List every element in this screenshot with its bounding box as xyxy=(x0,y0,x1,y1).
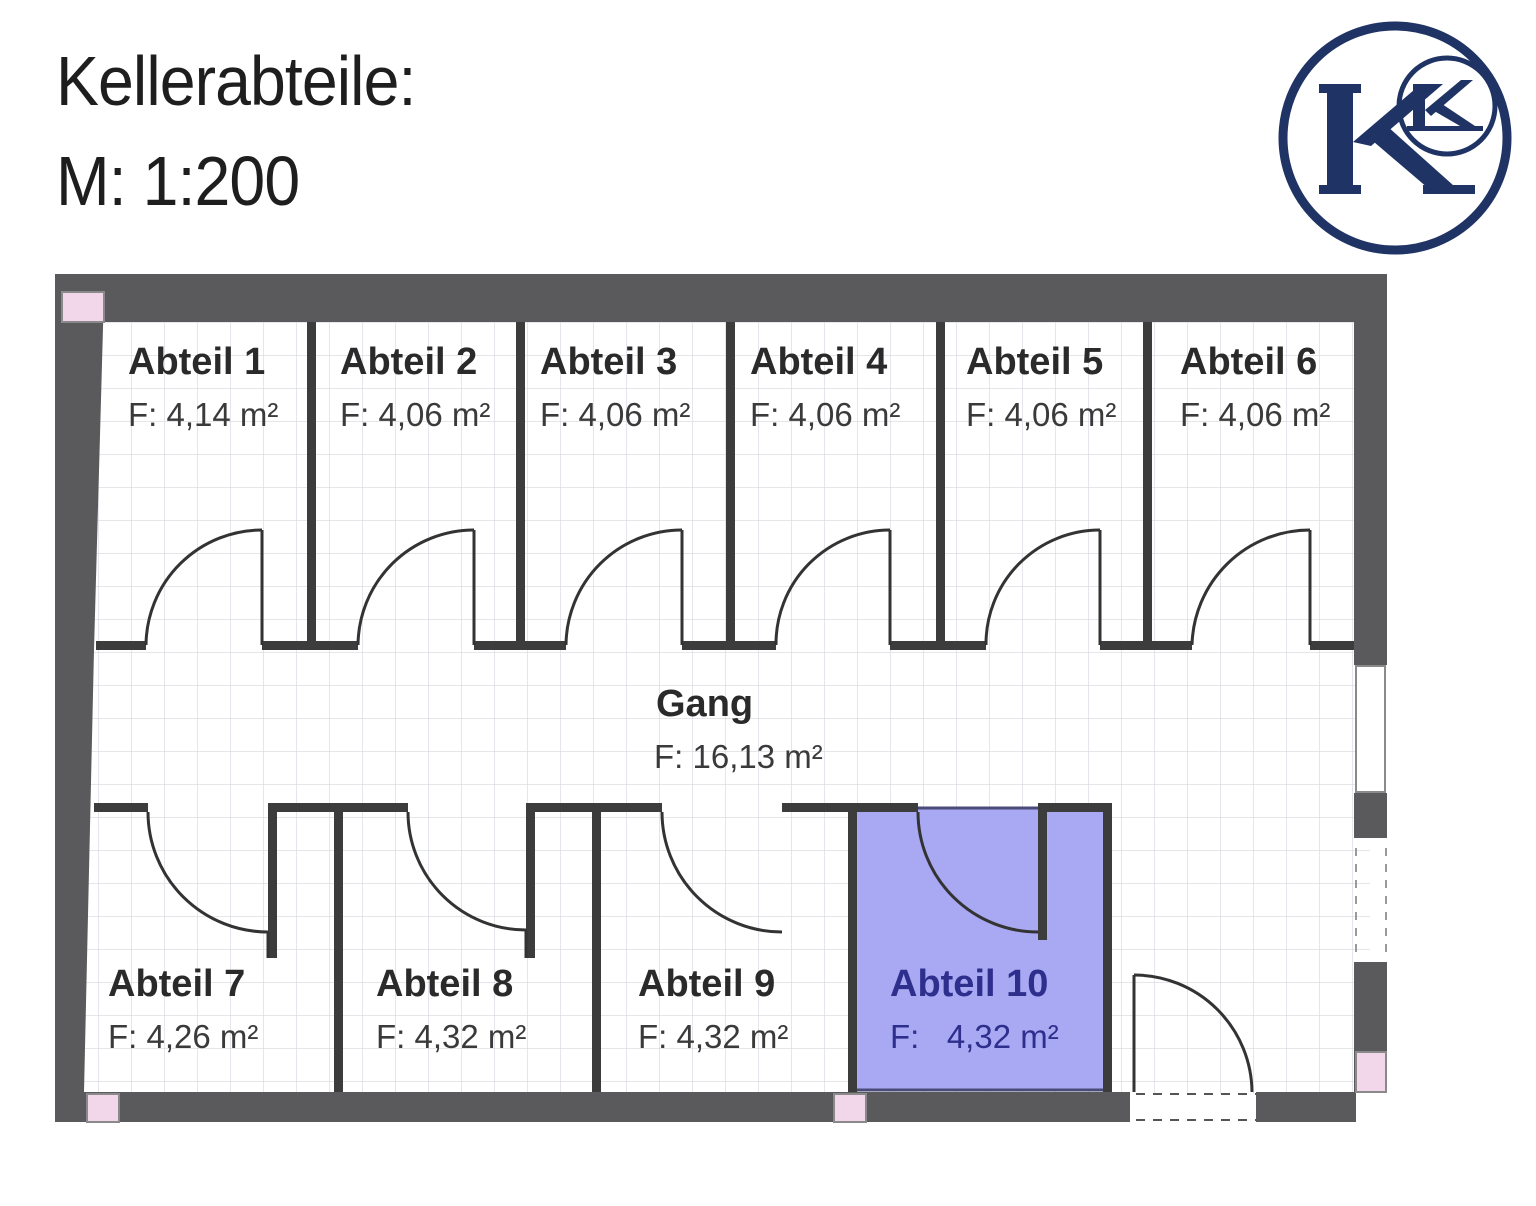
corridor-wall-top xyxy=(96,641,1354,650)
outer-walls xyxy=(55,274,1387,1122)
room-label-abteil-1: Abteil 1 F: 4,14 m² xyxy=(128,341,278,433)
room-highlight-abteil-10 xyxy=(853,806,1107,1092)
room-name: Abteil 3 xyxy=(540,341,677,383)
wall-piers xyxy=(61,291,1387,1123)
room-label-abteil-2: Abteil 2 F: 4,06 m² xyxy=(340,341,490,433)
partition-walls-bottom xyxy=(268,808,1112,1092)
room-name: Abteil 4 xyxy=(750,341,887,383)
room-area: F: 4,06 m² xyxy=(540,396,690,433)
room-area: F: 4,06 m² xyxy=(966,396,1116,433)
room-area: F: 4,32 m² xyxy=(638,1018,788,1055)
room-name: Abteil 6 xyxy=(1180,341,1317,383)
room-name: Abteil 8 xyxy=(376,963,513,1005)
room-area: F: 4,32 m² xyxy=(890,1018,1059,1055)
room-area: F: 4,32 m² xyxy=(376,1018,526,1055)
room-name: Abteil 5 xyxy=(966,341,1103,383)
plan-scale: M: 1:200 xyxy=(56,142,300,220)
window-right xyxy=(1355,665,1386,793)
window-right-lower xyxy=(1355,848,1387,955)
room-area: F: 4,14 m² xyxy=(128,396,278,433)
partition-walls-top xyxy=(307,322,1152,650)
room-label-abteil-6: Abteil 6 F: 4,06 m² xyxy=(1180,341,1330,433)
room-label-abteil-10: Abteil 10 F: 4,32 m² xyxy=(890,963,1059,1055)
room-label-abteil-7: Abteil 7 F: 4,26 m² xyxy=(108,963,258,1055)
room-area: F: 4,06 m² xyxy=(340,396,490,433)
room-area: F: 16,13 m² xyxy=(654,738,823,775)
room-area: F: 4,06 m² xyxy=(750,396,900,433)
room-name: Gang xyxy=(656,683,753,725)
entrance-threshold xyxy=(1136,1093,1256,1121)
kk-monogram-logo-icon xyxy=(1278,21,1512,255)
room-area: F: 4,06 m² xyxy=(1180,396,1330,433)
room-label-abteil-8: Abteil 8 F: 4,32 m² xyxy=(376,963,526,1055)
room-name: Abteil 2 xyxy=(340,341,477,383)
room-label-abteil-3: Abteil 3 F: 4,06 m² xyxy=(540,341,690,433)
room-name: Abteil 1 xyxy=(128,341,265,383)
room-name: Abteil 7 xyxy=(108,963,245,1005)
room-label-abteil-4: Abteil 4 F: 4,06 m² xyxy=(750,341,900,433)
room-name: Abteil 9 xyxy=(638,963,775,1005)
plan-title: Kellerabteile: xyxy=(56,42,416,120)
room-name: Abteil 10 xyxy=(890,963,1048,1005)
room-label-gang: Gang F: 16,13 m² xyxy=(654,683,823,775)
doors-top xyxy=(144,528,1312,646)
floor-grid xyxy=(70,298,1370,1094)
room-label-abteil-5: Abteil 5 F: 4,06 m² xyxy=(966,341,1116,433)
doors-bottom xyxy=(146,811,1039,958)
corridor-wall-bottom xyxy=(94,803,1112,812)
entrance-door xyxy=(1132,973,1254,1093)
room-area: F: 4,26 m² xyxy=(108,1018,258,1055)
room-label-abteil-9: Abteil 9 F: 4,32 m² xyxy=(638,963,788,1055)
